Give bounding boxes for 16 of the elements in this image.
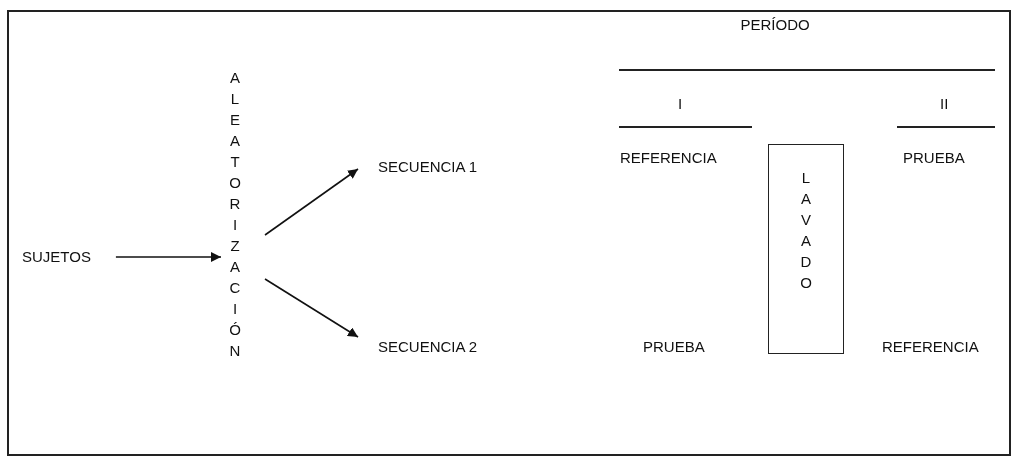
column-header: PERÍODO (740, 16, 810, 34)
cell-text: PRUEBA (643, 338, 705, 356)
arrow (264, 168, 359, 236)
node-label: SUJETOS (22, 248, 91, 266)
node-label: SECUENCIA 2 (378, 338, 478, 356)
arrow (115, 252, 222, 262)
vertical-label: ALEATORIZACIÓN (229, 67, 241, 361)
vertical-label: LAVADO (800, 168, 812, 293)
washout-box (768, 144, 844, 354)
cell-text: REFERENCIA (882, 338, 979, 356)
cell-text: PRUEBA (903, 149, 965, 167)
node-label: SECUENCIA 1 (378, 158, 478, 176)
arrow (264, 278, 359, 338)
column-header: II (940, 95, 949, 113)
cell-text: REFERENCIA (620, 149, 717, 167)
column-header: I (678, 95, 683, 113)
